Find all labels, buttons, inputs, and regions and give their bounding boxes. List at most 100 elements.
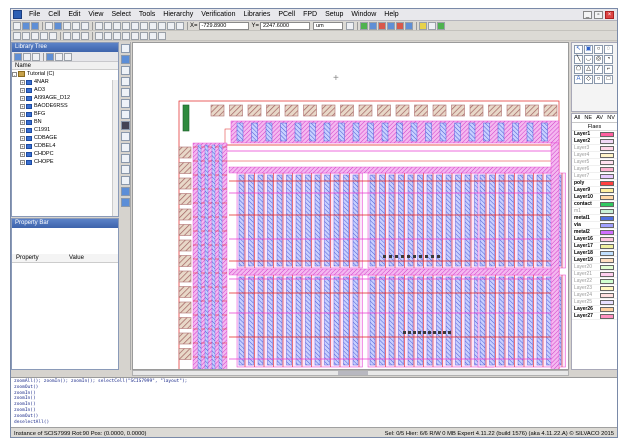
expand-icon[interactable]: + — [20, 103, 25, 109]
menu-cell[interactable]: Cell — [48, 11, 61, 18]
layer-color-swatch[interactable] — [600, 229, 614, 235]
flatten-icon[interactable] — [158, 31, 166, 40]
layer-row[interactable]: Layer21 — [572, 271, 617, 278]
layer-color-swatch[interactable] — [600, 278, 614, 284]
outline-icon[interactable] — [121, 132, 130, 141]
expand-icon[interactable]: + — [20, 143, 25, 149]
menu-help[interactable]: Help — [384, 11, 399, 18]
collapse-icon[interactable]: - — [12, 71, 17, 77]
ruler-tool-icon[interactable] — [121, 66, 130, 75]
via-icon[interactable] — [121, 176, 130, 185]
layer-row[interactable]: Layer19 — [572, 257, 617, 264]
expand-icon[interactable]: + — [20, 95, 25, 101]
save-icon[interactable] — [31, 21, 39, 30]
diamond-icon[interactable]: ◇ — [584, 75, 593, 84]
menu-setup[interactable]: Setup — [325, 11, 344, 18]
zoom-box-icon[interactable] — [81, 21, 89, 30]
layer-row[interactable]: Layer27 — [572, 313, 617, 320]
line-icon[interactable]: ⁄ — [594, 65, 603, 74]
layer-color-swatch[interactable] — [600, 152, 614, 158]
layer-tab-ne[interactable]: NE — [584, 115, 592, 121]
expand-icon[interactable]: + — [20, 111, 25, 117]
select-icon[interactable] — [13, 31, 21, 40]
layer-color-swatch[interactable] — [600, 215, 614, 221]
layer-row[interactable]: Layer3 — [572, 145, 617, 152]
ring-icon[interactable]: ○ — [594, 75, 603, 84]
snap-icon[interactable] — [121, 88, 130, 97]
ellipse-icon[interactable]: ◌ — [604, 45, 613, 54]
cell-item[interactable]: + CDBEL4 — [12, 142, 118, 150]
cell-item[interactable]: + CHOPE — [12, 158, 118, 166]
layer-color-swatch[interactable] — [600, 145, 614, 151]
layer-row[interactable]: Layer9 — [572, 187, 617, 194]
bend-icon[interactable]: ⌐ — [604, 65, 613, 74]
layer-row[interactable]: via — [572, 222, 617, 229]
expand-icon[interactable]: + — [20, 135, 25, 141]
layer-palette-icon[interactable] — [121, 55, 130, 64]
layer-row[interactable]: Layer18 — [572, 250, 617, 257]
layer-color-swatch[interactable] — [600, 285, 614, 291]
menu-tools[interactable]: Tools — [138, 11, 156, 18]
library-filter-icon[interactable] — [64, 52, 72, 61]
split-icon[interactable] — [149, 31, 157, 40]
display-icon[interactable] — [121, 110, 130, 119]
layer-color-swatch[interactable] — [600, 166, 614, 172]
layer-color-swatch[interactable] — [600, 201, 614, 207]
cell-item[interactable]: + AI99AGE_D12 — [12, 94, 118, 102]
expand-icon[interactable]: + — [20, 159, 25, 165]
align-top-icon[interactable] — [113, 31, 121, 40]
layer-row[interactable]: Layer6 — [572, 166, 617, 173]
text-icon[interactable] — [81, 31, 89, 40]
triangle-icon[interactable]: △ — [584, 65, 593, 74]
library-refresh-icon[interactable] — [32, 52, 40, 61]
layer-color-swatch[interactable] — [600, 131, 614, 137]
copy-icon[interactable] — [122, 21, 130, 30]
command-console[interactable]: zoomAll(); zoomIn(); zoomIn(); selectCel… — [11, 377, 617, 427]
delete-icon[interactable] — [140, 21, 148, 30]
move-icon[interactable] — [149, 21, 157, 30]
layer-row[interactable]: Layer25 — [572, 299, 617, 306]
layout-drawing[interactable]: + — [133, 43, 569, 370]
mirror-icon[interactable] — [167, 21, 175, 30]
cut-icon[interactable] — [113, 21, 121, 30]
align-right-icon[interactable] — [104, 31, 112, 40]
cell-item[interactable]: + BN — [12, 118, 118, 126]
layer-row[interactable]: Layer22 — [572, 278, 617, 285]
lvs-icon[interactable] — [369, 21, 378, 30]
label-icon[interactable] — [121, 143, 130, 152]
new-icon[interactable] — [13, 21, 21, 30]
layer-color-swatch[interactable] — [600, 187, 614, 193]
rectangle-icon[interactable]: ▣ — [584, 45, 593, 54]
x-coordinate-field[interactable]: -729.8900 — [198, 21, 249, 30]
property-column-header[interactable]: Property — [16, 255, 39, 261]
distribute-icon[interactable] — [131, 31, 139, 40]
units-dropdown-icon[interactable] — [346, 21, 355, 30]
layer-row[interactable]: metal1 — [572, 215, 617, 222]
library-open-icon[interactable] — [14, 52, 22, 61]
layer-color-swatch[interactable] — [600, 180, 614, 186]
restore-icon[interactable]: ▫ — [594, 10, 603, 19]
ruler-icon[interactable] — [378, 21, 387, 30]
port-icon[interactable] — [72, 31, 80, 40]
library-cell-icon[interactable] — [46, 52, 54, 61]
menu-fpd[interactable]: FPD — [303, 11, 318, 18]
menu-select[interactable]: Select — [111, 11, 131, 18]
paste-icon[interactable] — [131, 21, 139, 30]
print-icon[interactable] — [45, 21, 53, 30]
layer-color-swatch[interactable] — [600, 236, 614, 242]
pan-icon[interactable] — [121, 77, 130, 86]
menu-file[interactable]: File — [29, 11, 41, 18]
highlight-icon[interactable] — [419, 21, 428, 30]
layout-canvas[interactable]: + — [132, 42, 569, 370]
zoom-out-icon[interactable] — [72, 21, 80, 30]
pointer-icon[interactable]: ↖ — [574, 45, 583, 54]
marker-icon[interactable] — [396, 21, 405, 30]
layer-color-swatch[interactable] — [600, 271, 614, 277]
open-icon[interactable] — [22, 21, 30, 30]
zoom-all-icon[interactable] — [54, 21, 62, 30]
donut-icon[interactable]: ◎ — [594, 55, 603, 64]
wire-icon[interactable] — [40, 31, 48, 40]
menu-pcell[interactable]: PCell — [278, 11, 296, 18]
expand-icon[interactable]: + — [20, 87, 25, 93]
library-new-icon[interactable] — [23, 52, 31, 61]
